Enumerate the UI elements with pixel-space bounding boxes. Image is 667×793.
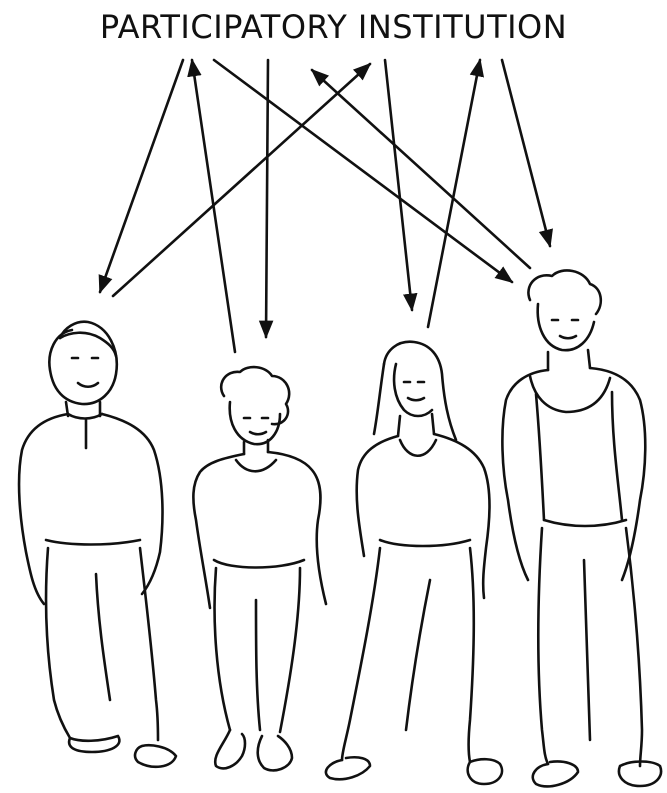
woman-in-top-icon (193, 367, 326, 770)
arrow-person-1-to-institution (113, 64, 370, 296)
arrows (100, 60, 550, 352)
woman-with-long-hair-icon (326, 342, 502, 784)
arrow-institution-to-person-4 (502, 60, 550, 246)
man-in-sweater-icon (19, 322, 176, 767)
arrow-institution-to-person-3 (385, 60, 412, 310)
arrow-institution-to-person-4-b (214, 60, 512, 282)
arrow-institution-to-person-1 (100, 60, 183, 292)
man-in-tank-top-icon (502, 270, 661, 786)
arrow-person-4-to-institution (312, 70, 530, 268)
arrow-person-3-to-institution (428, 60, 480, 327)
